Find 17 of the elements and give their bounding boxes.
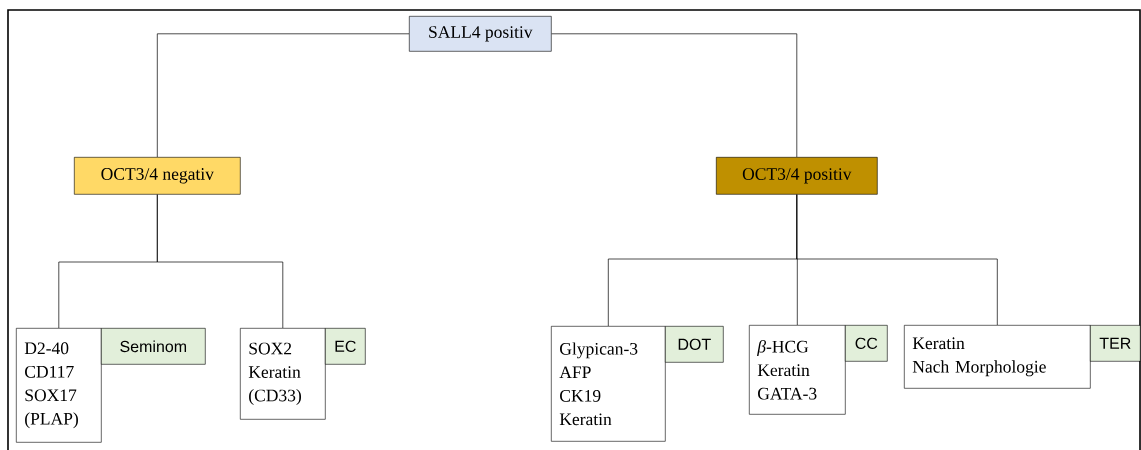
- tumor-type-tag: TER: [1090, 325, 1141, 362]
- tumor-type-tag: DOT: [665, 326, 724, 363]
- marker-list-box: D2-40 CD117 SOX17 (PLAP): [16, 328, 102, 443]
- result-box: OCT3/4 negativ: [74, 157, 241, 195]
- marker-list-box: Glypican-3 AFP CK19 Keratin: [551, 326, 666, 442]
- connector-line: [156, 33, 410, 158]
- result-box: SALL4 positiv: [409, 16, 552, 52]
- tumor-type-tag: Seminom: [101, 328, 206, 365]
- marker-list-box: SOX2 Keratin (CD33): [240, 328, 326, 420]
- tumor-type-tag: EC: [325, 328, 366, 365]
- marker-list-box: Keratin Nach Morphologie: [904, 325, 1091, 389]
- connector-line: [551, 33, 798, 158]
- marker-list-box: β-HCG Keratin GATA-3: [749, 325, 846, 415]
- connector-line: [156, 194, 284, 329]
- result-box: OCT3/4 positiv: [716, 157, 878, 195]
- connector-line: [796, 194, 998, 326]
- tumor-type-tag: CC: [845, 325, 888, 362]
